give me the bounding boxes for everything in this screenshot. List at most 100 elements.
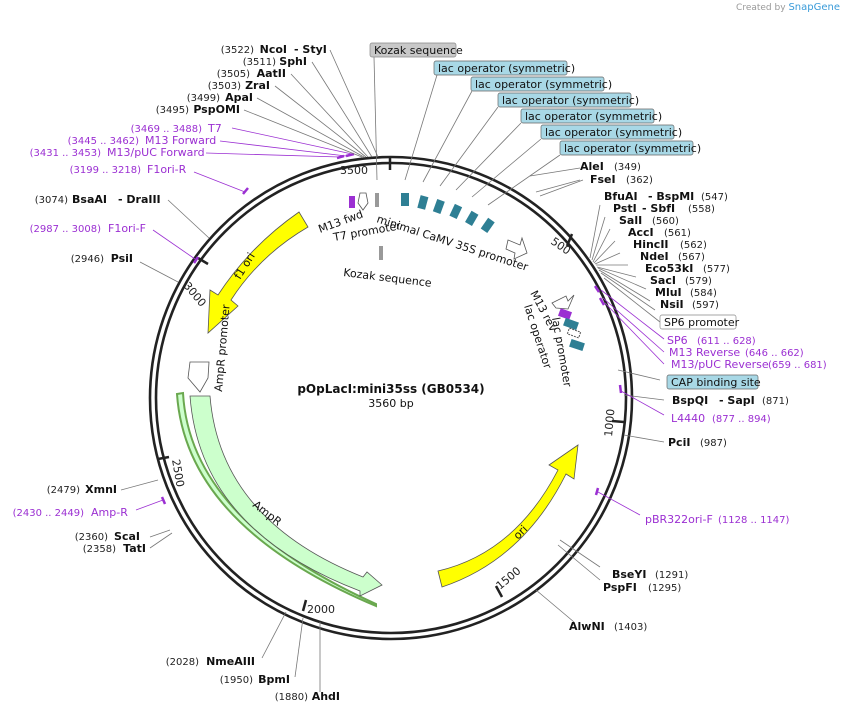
- svg-text:L4440: L4440: [671, 412, 705, 425]
- svg-text:(2358): (2358): [83, 544, 116, 555]
- lac-op-box-3[interactable]: lac operator (symmetric): [497, 92, 639, 108]
- svg-text:(3503): (3503): [208, 81, 241, 92]
- site-scai[interactable]: (2360) ScaI: [75, 530, 140, 543]
- site-nmeaiii[interactable]: (2028) NmeAIII: [166, 655, 255, 668]
- lac-op-block-1: [401, 193, 409, 206]
- site-ndei[interactable]: NdeI (567): [640, 250, 705, 263]
- svg-text:SalI: SalI: [619, 214, 642, 227]
- lac-op-box-6[interactable]: lac operator (symmetric): [559, 140, 701, 156]
- primer-pbr322ori-f[interactable]: pBR322ori-F (1128 .. 1147): [645, 513, 790, 526]
- site-nsii[interactable]: NsiI (597): [660, 298, 719, 311]
- site-sphi[interactable]: (3511) SphI: [243, 55, 307, 68]
- lac-op-block-6: [480, 217, 495, 234]
- site-pspfi[interactable]: PspFI (1295): [603, 581, 681, 594]
- site-alwni[interactable]: AlwNI (1403): [569, 620, 647, 633]
- right-primers: SP6 (611 .. 628) M13 Reverse (646 .. 662…: [645, 334, 827, 526]
- svg-text:XmnI: XmnI: [85, 483, 117, 496]
- svg-text:(1291): (1291): [655, 570, 688, 581]
- site-apai[interactable]: (3499) ApaI: [187, 91, 253, 104]
- lac-op-box-2-text: lac operator (symmetric): [475, 78, 612, 91]
- site-ahdi[interactable]: (1880) AhdI: [275, 690, 340, 703]
- svg-text:BfuAI: BfuAI: [604, 190, 638, 203]
- site-eco53ki[interactable]: Eco53kI (577): [645, 262, 730, 275]
- sp6-promoter-box-text: SP6 promoter: [664, 316, 740, 329]
- site-zrai[interactable]: (3503) ZraI: [208, 79, 270, 92]
- site-acci[interactable]: AccI (561): [628, 226, 691, 239]
- snapgene-branding: Created by SnapGene: [736, 2, 840, 13]
- lac-op-box-5[interactable]: lac operator (symmetric): [540, 124, 682, 140]
- site-psponmi[interactable]: (3495) PspOMI: [156, 103, 240, 116]
- site-tati[interactable]: (2358) TatI: [83, 542, 146, 555]
- primer-sp6[interactable]: SP6 (611 .. 628): [667, 334, 756, 347]
- svg-text:(2028): (2028): [166, 657, 199, 668]
- site-sali[interactable]: SalI (560): [619, 214, 679, 227]
- lac-op-box-1[interactable]: lac operator (symmetric): [433, 60, 575, 76]
- site-bsaai[interactable]: (3074) BsaAI - DraIII: [35, 193, 161, 206]
- site-psti[interactable]: PstI - SbfI (558): [613, 202, 715, 215]
- ring-ticks: [157, 157, 625, 612]
- lac-op-box-4[interactable]: lac operator (symmetric): [520, 108, 662, 124]
- svg-text:Amp-R: Amp-R: [91, 506, 128, 519]
- leader-lines: [120, 49, 665, 692]
- primer-m13-puc-reverse[interactable]: M13/pUC Reverse (659 .. 681): [671, 358, 827, 371]
- site-psii[interactable]: (2946) PsiI: [71, 252, 133, 265]
- svg-text:(577): (577): [703, 264, 730, 275]
- svg-text:M13 Forward: M13 Forward: [145, 134, 216, 147]
- svg-text:NdeI: NdeI: [640, 250, 669, 263]
- m13-fwd-primer-mark: [349, 196, 355, 208]
- svg-text:SphI: SphI: [279, 55, 307, 68]
- svg-text:(562): (562): [680, 240, 707, 251]
- site-bseyi[interactable]: BseYI (1291): [612, 568, 688, 581]
- site-aatii[interactable]: (3505) AatII: [217, 67, 286, 80]
- svg-text:NsiI: NsiI: [660, 298, 684, 311]
- feature-lac-operators[interactable]: [401, 193, 495, 234]
- svg-text:- DraIII: - DraIII: [118, 193, 161, 206]
- primer-amp-r[interactable]: (2430 .. 2449) Amp-R: [13, 506, 129, 519]
- site-mlui[interactable]: MluI (584): [655, 286, 717, 299]
- site-pcii[interactable]: PciI (987): [668, 436, 727, 449]
- tick-3000: [197, 256, 209, 266]
- primer-f1ori-f[interactable]: (2987 .. 3008) F1ori-F: [30, 222, 146, 235]
- svg-text:BspQI: BspQI: [672, 394, 708, 407]
- primer-m13-puc-forward[interactable]: (3431 .. 3453) M13/pUC Forward: [30, 146, 205, 159]
- feature-ampr[interactable]: AmpR: [175, 391, 383, 608]
- sp6-promoter-box[interactable]: SP6 promoter: [659, 314, 740, 330]
- site-bpmi[interactable]: (1950) BpmI: [220, 673, 290, 686]
- svg-text:(2360): (2360): [75, 532, 108, 543]
- site-fsei[interactable]: FseI (362): [590, 173, 653, 186]
- kozak-box[interactable]: Kozak sequence: [369, 42, 463, 58]
- tick-1000: [611, 419, 625, 424]
- site-hincii[interactable]: HincII (562): [633, 238, 707, 251]
- boxed-labels: Kozak sequence lac operator (symmetric) …: [369, 42, 761, 390]
- lac-op-block-5: [465, 210, 479, 227]
- svg-text:(3499): (3499): [187, 93, 220, 104]
- lac-op-box-2[interactable]: lac operator (symmetric): [470, 76, 612, 92]
- primer-t7[interactable]: (3469 .. 3488) T7: [131, 122, 222, 135]
- primer-m13-forward[interactable]: (3445 .. 3462) M13 Forward: [68, 134, 217, 147]
- feature-kozak-inner[interactable]: Kozak sequence: [343, 246, 433, 290]
- feature-lac-cluster[interactable]: M13 rev lac operator lac promoter: [521, 288, 585, 388]
- svg-text:(3505): (3505): [217, 69, 250, 80]
- tick-label-2000: 2000: [307, 603, 335, 616]
- feature-minimal-camv[interactable]: minimal CaMV 35S promoter: [375, 212, 530, 273]
- svg-text:AhdI: AhdI: [312, 690, 340, 703]
- site-bfuai[interactable]: BfuAI - BspMI (547): [604, 190, 728, 203]
- primer-f1ori-r[interactable]: (3199 .. 3218) F1ori-R: [70, 163, 187, 176]
- svg-text:- StyI: - StyI: [294, 43, 327, 56]
- primer-l4440[interactable]: L4440 (877 .. 894): [671, 412, 771, 425]
- site-saci[interactable]: SacI (579): [650, 274, 712, 287]
- svg-text:(579): (579): [685, 276, 712, 287]
- svg-text:ScaI: ScaI: [114, 530, 140, 543]
- cap-binding-box[interactable]: CAP binding site: [666, 374, 761, 390]
- svg-text:(1880): (1880): [275, 692, 308, 703]
- site-bspqi[interactable]: BspQI - SapI (871): [672, 394, 789, 407]
- tick-label-2500: 2500: [169, 458, 187, 488]
- svg-text:(871): (871): [762, 396, 789, 407]
- site-alei[interactable]: AleI (349): [580, 160, 641, 173]
- lac-op-box-5-text: lac operator (symmetric): [545, 126, 682, 139]
- site-xmni[interactable]: (2479) XmnI: [47, 483, 117, 496]
- site-ncoi[interactable]: (3522) NcoI - StyI: [221, 43, 327, 56]
- primer-m13-reverse[interactable]: M13 Reverse (646 .. 662): [669, 346, 804, 359]
- svg-text:F1ori-F: F1ori-F: [108, 222, 146, 235]
- svg-text:(3469 .. 3488): (3469 .. 3488): [131, 124, 203, 135]
